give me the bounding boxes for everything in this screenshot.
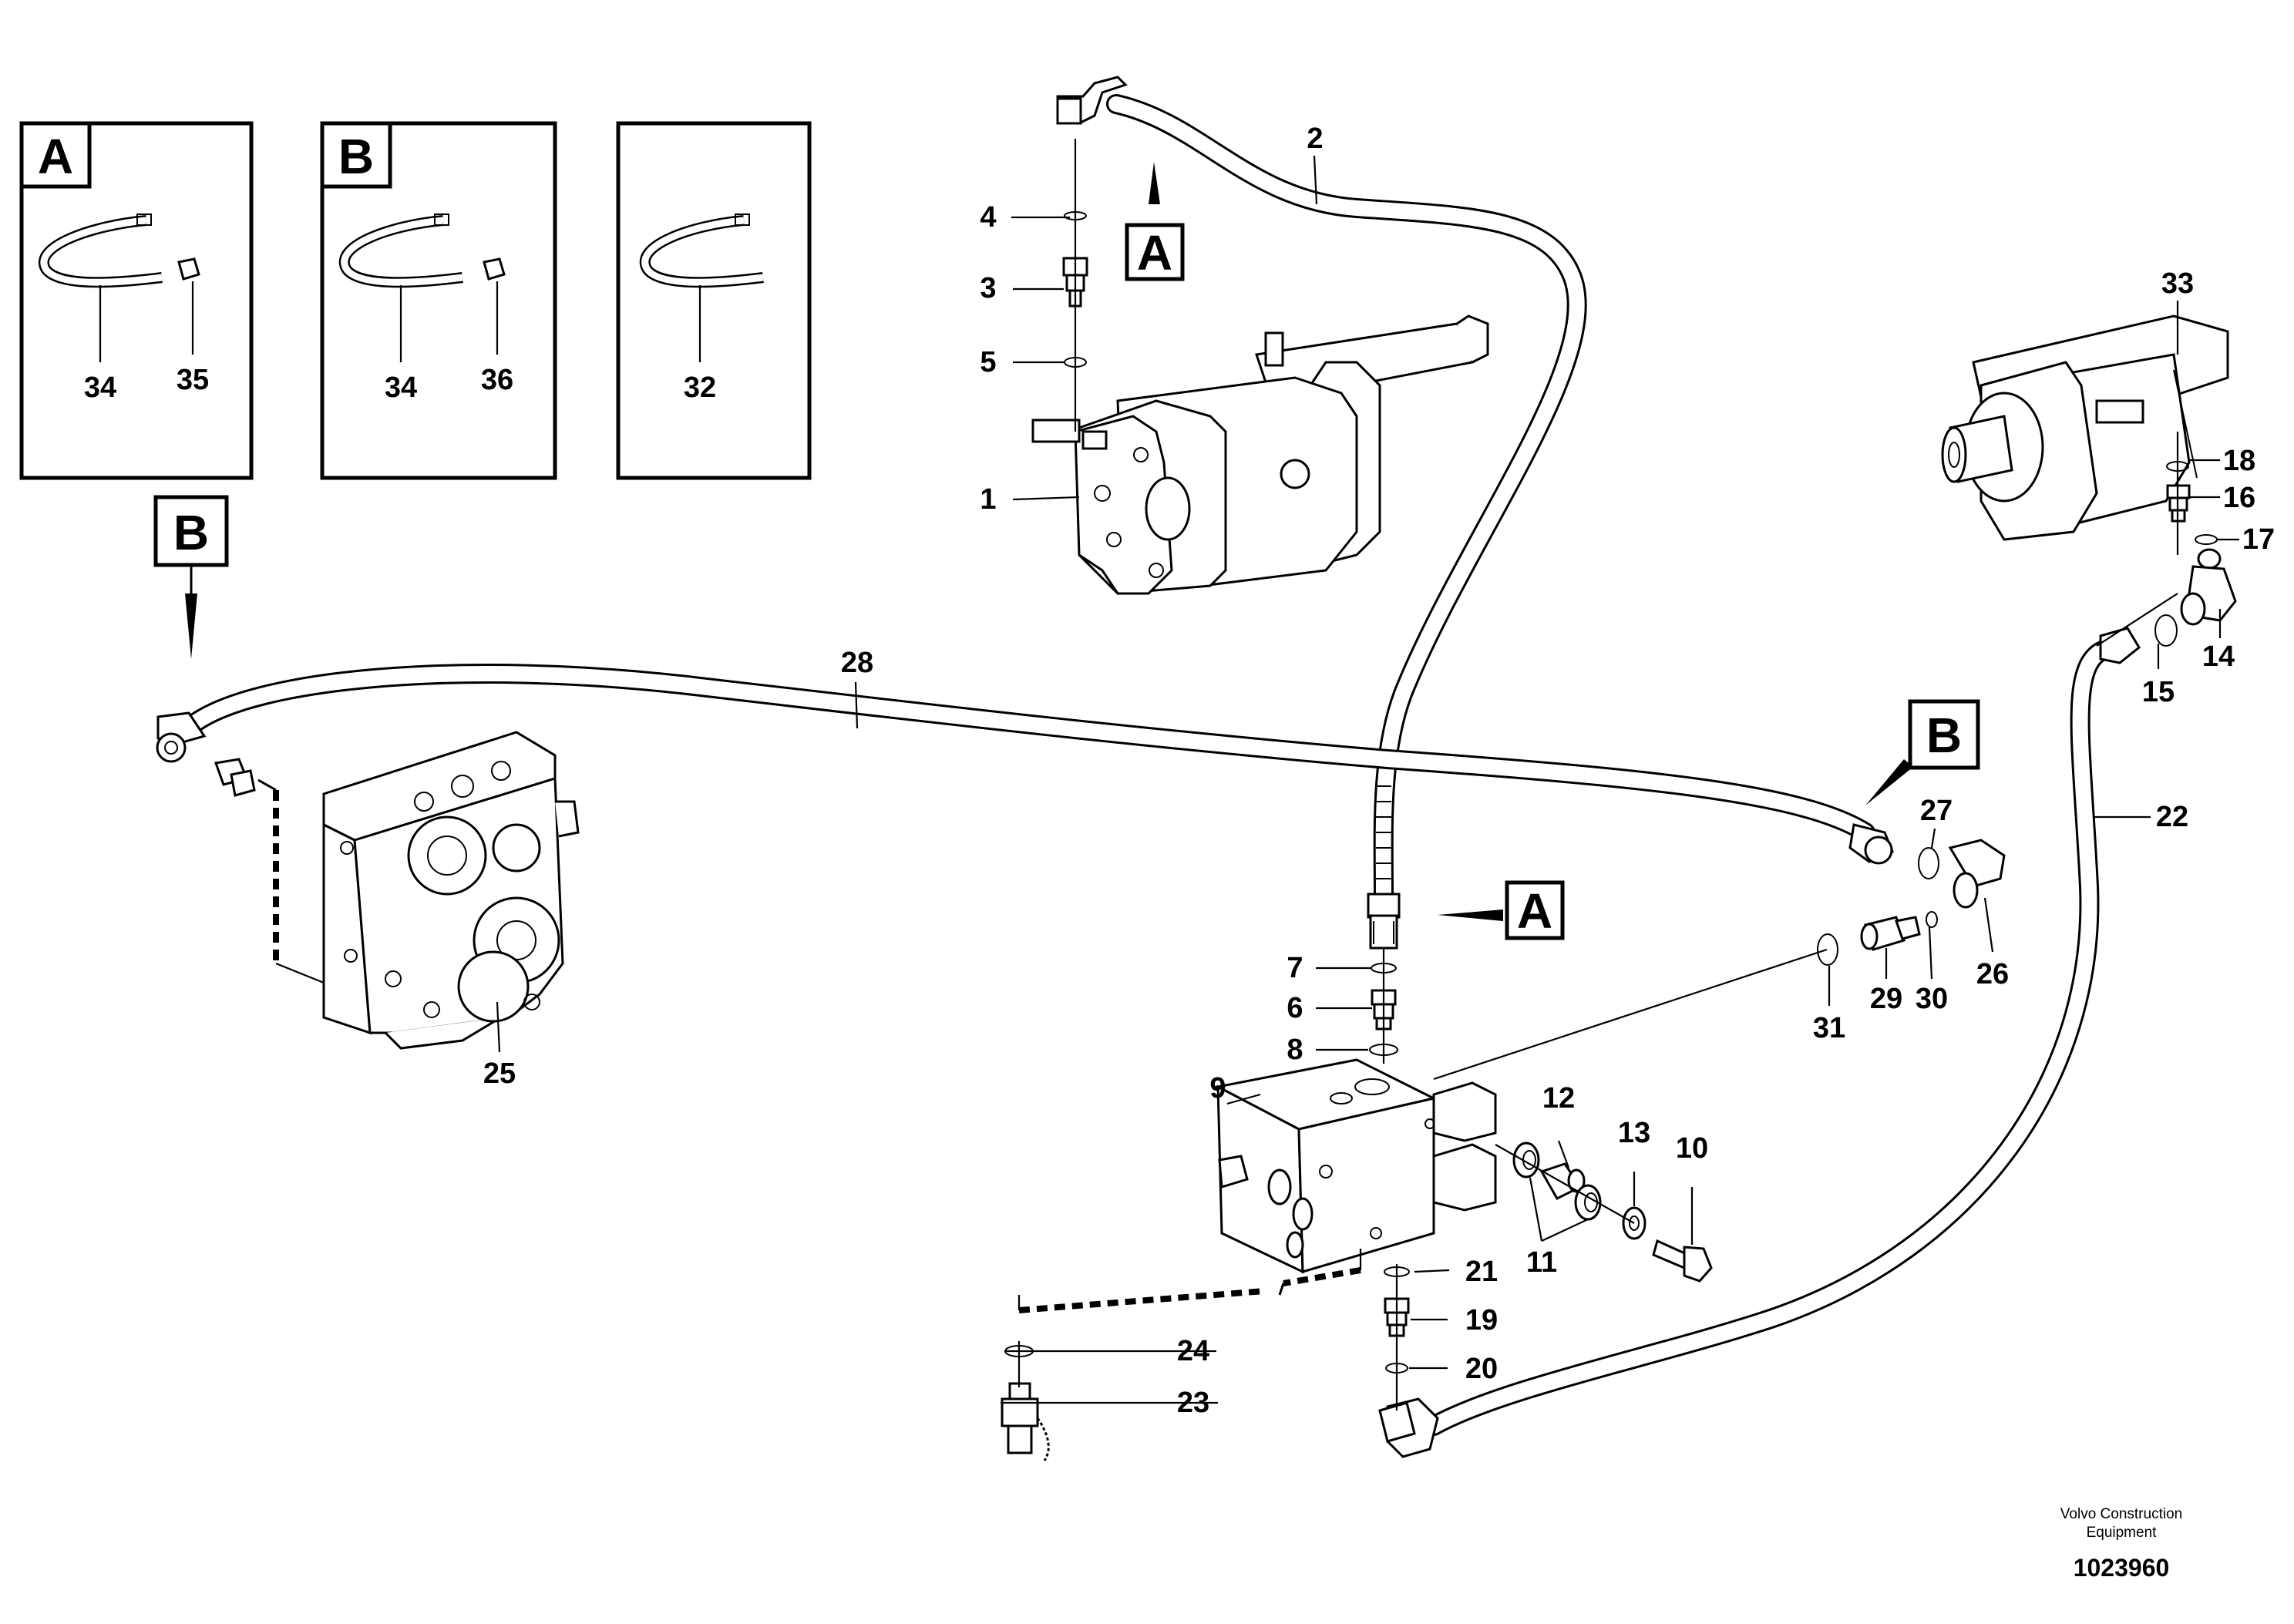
callout-21: 21 [1465, 1256, 1498, 1288]
callout-35: 35 [177, 364, 209, 396]
callout-5: 5 [980, 346, 996, 378]
callout-11: 11 [1526, 1246, 1557, 1279]
hose-28 [156, 664, 1894, 865]
detail-box-b-letter: B [338, 129, 374, 184]
callout-25: 25 [483, 1057, 516, 1090]
hose-sleeve-icon [639, 214, 764, 288]
clamp-icon [177, 257, 200, 281]
callout-36: 36 [481, 364, 513, 396]
callout-7: 7 [1287, 952, 1303, 984]
brand-line-2: Equipment [2087, 1525, 2158, 1541]
hose-2 [1056, 76, 1587, 950]
callout-28: 28 [841, 647, 873, 679]
seal-ring-11a [1512, 1142, 1540, 1178]
callout-24: 24 [1177, 1335, 1209, 1367]
pump-33 [1941, 314, 2229, 541]
o-ring-30 [1926, 911, 1938, 928]
marker-a-lower-letter: A [1517, 883, 1552, 939]
detail-box-a: A 34 35 [19, 121, 254, 480]
callout-27: 27 [1920, 795, 1953, 827]
connector-lines [257, 139, 2179, 1410]
screw-10 [1652, 1239, 1713, 1283]
marker-b-right-letter: B [1926, 708, 1962, 763]
adapter-fitting [214, 758, 256, 797]
brand-line-1: Volvo Construction [2060, 1506, 2182, 1522]
callout-9: 9 [1209, 1072, 1226, 1105]
control-valve-25 [322, 731, 580, 1050]
callout-33: 33 [2161, 267, 2194, 300]
marker-a-upper-letter: A [1137, 225, 1172, 281]
valve-block-9 [1214, 1058, 1497, 1274]
callout-10: 10 [1676, 1132, 1708, 1165]
callout-29: 29 [1870, 983, 1902, 1015]
marker-b-left: B [153, 495, 229, 659]
callout-30: 30 [1916, 983, 1948, 1015]
hose-end-fitting-left [156, 711, 207, 763]
footer: Volvo Construction Equipment 1023960 [2060, 1506, 2182, 1582]
callout-20: 20 [1465, 1353, 1498, 1385]
clamp-icon [483, 257, 506, 281]
callout-1: 1 [980, 483, 996, 516]
hydraulic-pump [1031, 314, 1489, 595]
o-ring-17 [2195, 534, 2218, 545]
fitting-16 [2166, 484, 2191, 523]
hose-sleeve-icon [39, 214, 163, 288]
leader-lines [496, 155, 2239, 1404]
marker-b-left-letter: B [173, 505, 209, 560]
callout-4: 4 [980, 201, 996, 234]
callout-31: 31 [1813, 1012, 1845, 1044]
callout-23: 23 [1177, 1387, 1209, 1419]
callout-12: 12 [1542, 1082, 1575, 1115]
o-ring-15 [2154, 614, 2178, 647]
detail-box-b: B 34 36 [320, 121, 557, 480]
marker-b-right: B [1865, 699, 1980, 805]
drawing-number: 1023960 [2074, 1554, 2170, 1582]
o-ring-31 [1817, 933, 1838, 966]
callout-14: 14 [2202, 641, 2235, 673]
o-ring-27 [1918, 847, 1939, 879]
callout-34: 34 [385, 372, 417, 404]
callout-18: 18 [2223, 445, 2255, 477]
callout-labels: 4 3 5 1 2 33 18 16 17 14 15 22 28 27 26 … [483, 123, 2275, 1419]
callout-13: 13 [1618, 1117, 1650, 1149]
callout-3: 3 [980, 272, 996, 304]
elbow-26 [1948, 839, 2006, 909]
callout-15: 15 [2142, 676, 2175, 708]
detail-box-a-letter: A [38, 129, 73, 184]
callout-8: 8 [1287, 1034, 1303, 1066]
marker-a-lower: A [1438, 880, 1565, 940]
fitting-29 [1860, 916, 1921, 951]
elbow-14 [2180, 548, 2237, 626]
callout-32: 32 [684, 372, 716, 404]
test-coupling-23 [1001, 1382, 1050, 1461]
hose-end-fitting-right [1848, 823, 1894, 865]
callout-34: 34 [84, 372, 116, 404]
callout-22: 22 [2156, 801, 2188, 833]
marker-a-upper: A [1125, 162, 1185, 281]
callout-2: 2 [1307, 123, 1323, 155]
callout-6: 6 [1287, 992, 1303, 1024]
callout-17: 17 [2242, 523, 2275, 556]
hose-sleeve-icon [338, 214, 463, 288]
callout-26: 26 [1976, 958, 2009, 990]
callout-19: 19 [1465, 1304, 1498, 1337]
callout-16: 16 [2223, 482, 2255, 514]
detail-box-plain: 32 [616, 121, 812, 480]
